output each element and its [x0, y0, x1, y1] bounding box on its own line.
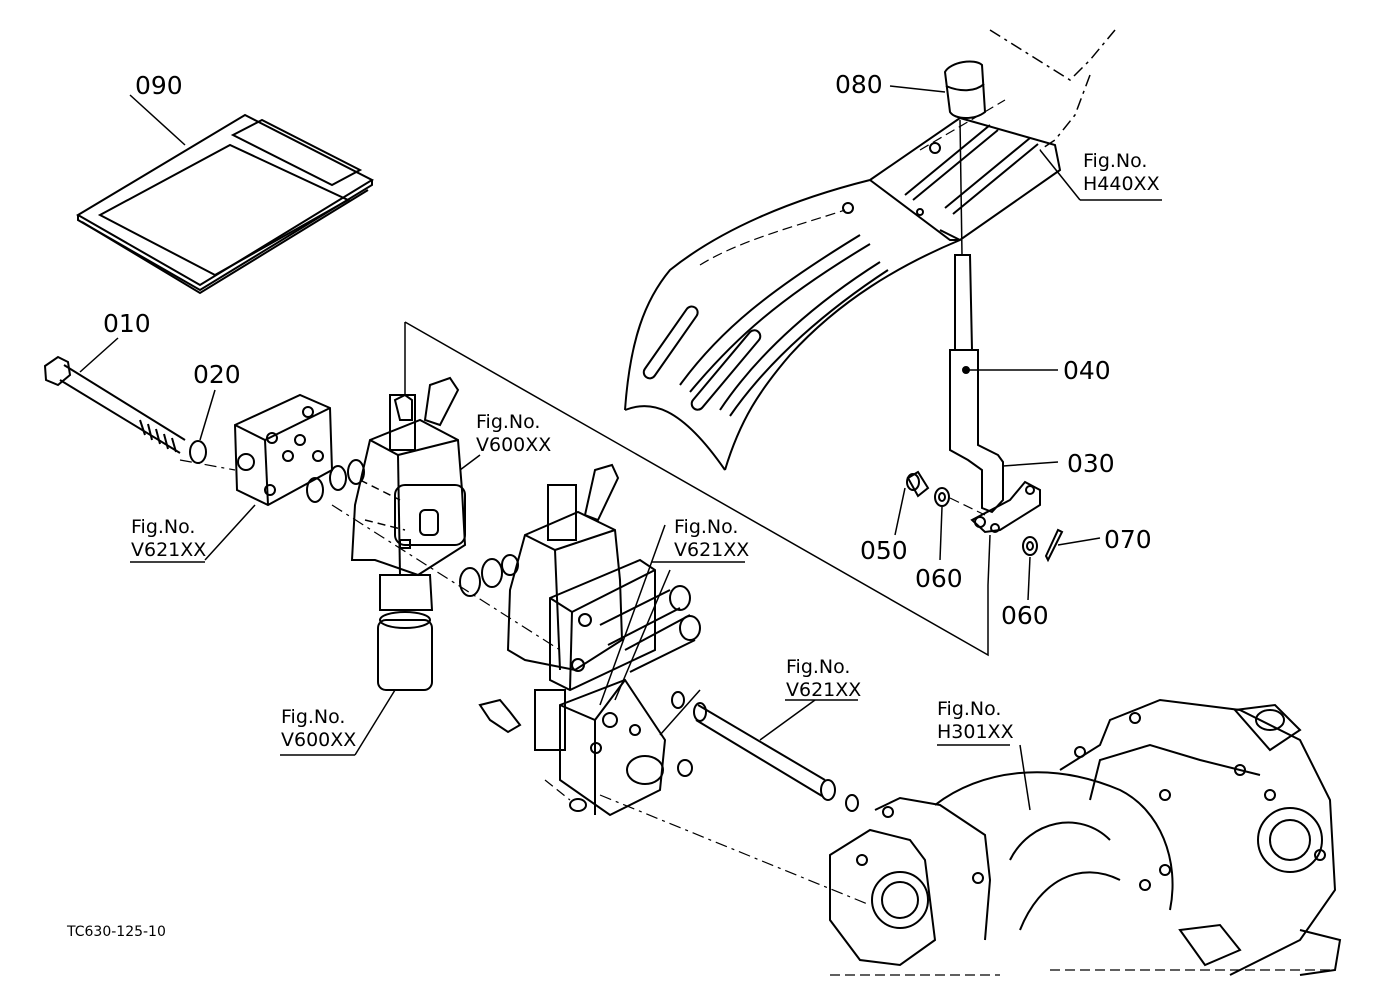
part-label-090: 090	[135, 71, 183, 100]
fig-ref-v600xx-bottom-line2: V600XX	[281, 728, 357, 751]
fig-ref-v600xx-top: Fig.No. V600XX	[476, 411, 551, 457]
fig-ref-v621xx-left-line1: Fig.No.	[131, 516, 196, 538]
rear-housing-drawing	[829, 698, 1342, 976]
part-label-070: 070	[1104, 525, 1152, 554]
fig-ref-v600xx-bottom-line1: Fig.No.	[281, 706, 346, 728]
part-label-080: 080	[835, 70, 883, 99]
fig-ref-v621xx-left: Fig.No. V621XX	[131, 516, 206, 562]
fig-ref-v600xx-top-line2: V600XX	[476, 433, 552, 456]
fig-ref-h440xx-line1: Fig.No.	[1083, 150, 1148, 172]
group-outline-line	[404, 321, 989, 657]
fig-ref-v621xx-pipe-line1: Fig.No.	[786, 656, 851, 678]
second-valve-body-drawing	[459, 463, 871, 906]
leader-lines	[130, 199, 1162, 756]
part-label-060-lower: 060	[1001, 601, 1049, 630]
fig-ref-v621xx-middle: Fig.No. V621XX	[674, 516, 749, 562]
fig-ref-v621xx-left-line2: V621XX	[131, 538, 207, 561]
part-label-040: 040	[1063, 356, 1111, 385]
fig-ref-v621xx-middle-line1: Fig.No.	[674, 516, 739, 538]
part-label-050: 050	[860, 536, 908, 565]
hydraulic-pipe-drawing	[671, 691, 859, 812]
position-lever-drawing	[894, 254, 1101, 601]
part-label-060-upper: 060	[915, 564, 963, 593]
bolt-and-washer-drawing	[43, 337, 216, 464]
fig-ref-h301xx-line2: H301XX	[937, 720, 1014, 743]
fig-ref-v621xx-pipe-line2: V621XX	[786, 678, 862, 701]
fig-ref-v600xx-top-line1: Fig.No.	[476, 411, 541, 433]
part-label-020: 020	[193, 360, 241, 389]
drawing-code: TC630-125-10	[67, 924, 166, 940]
part-label-010: 010	[103, 309, 151, 338]
lever-knob-drawing	[889, 60, 987, 256]
fig-ref-v621xx-pipe: Fig.No. V621XX	[786, 656, 861, 702]
fig-ref-v600xx-bottom: Fig.No. V600XX	[281, 706, 356, 752]
fig-ref-h301xx-line1: Fig.No.	[937, 698, 1002, 720]
fig-ref-v621xx-middle-line2: V621XX	[674, 538, 750, 561]
fig-ref-h440xx: Fig.No. H440XX	[1083, 150, 1160, 196]
part-label-030: 030	[1067, 449, 1115, 478]
fig-ref-h301xx: Fig.No. H301XX	[937, 698, 1014, 744]
control-valve-assembly-drawing	[179, 376, 561, 691]
lever-guide-drawing	[624, 29, 1116, 471]
operator-manual-drawing	[76, 94, 375, 295]
fig-ref-h440xx-line2: H440XX	[1083, 172, 1160, 195]
